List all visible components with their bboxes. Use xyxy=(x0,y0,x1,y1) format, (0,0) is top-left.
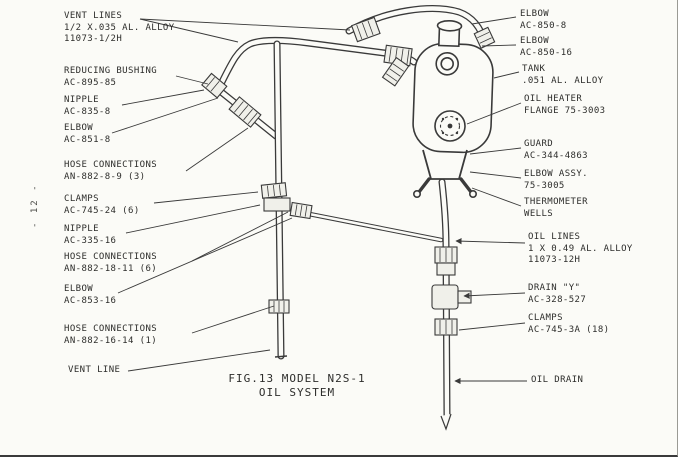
label-line: ELBOW ASSY. xyxy=(524,169,589,179)
figure-caption-line-2: OIL SYSTEM xyxy=(258,386,336,399)
callout-vent-line: VENT LINE xyxy=(68,365,120,377)
callout-elbow-ac-851-8: ELBOW AC-851-8 xyxy=(64,123,111,146)
leader-lines xyxy=(111,16,527,385)
label-line: HOSE CONNECTIONS xyxy=(64,252,158,262)
oil-heater-flange xyxy=(434,110,466,142)
callout-tank: TANK .051 AL. ALLOY xyxy=(522,64,603,87)
label-line: TANK xyxy=(522,64,546,74)
filler-port-inner xyxy=(440,56,454,71)
oil-drain-tip xyxy=(440,413,452,431)
callout-hose-connections-an-882-8-9: HOSE CONNECTIONS AN-882-8-9 (3) xyxy=(64,160,157,183)
clamp-bands-right xyxy=(434,246,458,336)
label-line: OIL DRAIN xyxy=(531,375,584,385)
label-line: DRAIN "Y" xyxy=(528,283,581,293)
label-line: AC-853-16 xyxy=(64,295,117,306)
callout-elbow-ac-850-8: ELBOW AC-850-8 xyxy=(520,9,567,32)
label-line: 11073-1/2H xyxy=(64,34,123,44)
label-line: HOSE CONNECTIONS xyxy=(64,324,158,334)
label-line: AC-850-8 xyxy=(520,20,567,31)
callout-hose-connections-an-882-16-14: HOSE CONNECTIONS AN-882-16-14 (1) xyxy=(64,324,157,347)
label-line: VENT LINE xyxy=(68,365,121,375)
label-line: ELBOW xyxy=(520,36,550,46)
label-line: AC-851-8 xyxy=(64,134,111,145)
vent-pipe-end xyxy=(274,355,288,358)
filler-cap xyxy=(436,20,463,32)
thermometer-wells xyxy=(412,177,477,199)
label-line: 1/2 X.035 AL. ALLOY xyxy=(64,22,175,33)
label-line: THERMOMETER xyxy=(524,197,589,207)
label-line: ELBOW xyxy=(64,284,94,294)
label-line: 1 X 0.49 AL. ALLOY xyxy=(528,243,633,254)
label-line: ELBOW xyxy=(520,9,550,19)
label-line: AN-882-8-9 (3) xyxy=(64,171,146,182)
label-line: ELBOW xyxy=(64,123,94,133)
callout-hose-connections-an-882-18-11: HOSE CONNECTIONS AN-882-18-11 (6) xyxy=(64,252,157,275)
callout-elbow-ac-850-16: ELBOW AC-850-16 xyxy=(520,36,572,59)
callout-clamps-ac-745-3a: CLAMPS AC-745-3A (18) xyxy=(528,313,609,336)
label-line: AC-745-24 (6) xyxy=(64,205,140,216)
label-line: CLAMPS xyxy=(528,313,563,323)
label-line: NIPPLE xyxy=(64,224,99,234)
label-line: 75-3005 xyxy=(524,180,565,191)
label-line: REDUCING BUSHING xyxy=(64,66,158,76)
clamp-bands-middle xyxy=(260,182,291,212)
callout-vent-lines: VENT LINES 1/2 X.035 AL. ALLOY 11073-1/2… xyxy=(64,11,175,46)
nipple-fitting xyxy=(263,197,291,212)
label-line: AC-335-16 xyxy=(64,235,117,246)
guard xyxy=(422,149,468,180)
label-line: OIL HEATER xyxy=(524,94,583,104)
figure-caption: FIG.13 MODEL N2S-1 OIL SYSTEM xyxy=(197,372,397,400)
label-line: AC-745-3A (18) xyxy=(528,324,610,335)
tank xyxy=(412,20,494,154)
callout-elbow-ac-853-16: ELBOW AC-853-16 xyxy=(64,284,116,307)
label-line: VENT LINES xyxy=(64,11,123,21)
label-line: AN-882-16-14 (1) xyxy=(64,335,158,346)
label-line: OIL LINES xyxy=(528,232,581,242)
label-line: AN-882-18-11 (6) xyxy=(64,263,158,274)
label-line: AC-328-527 xyxy=(528,294,587,305)
oil-line-pipes xyxy=(294,182,452,431)
label-line: .051 AL. ALLOY xyxy=(522,75,604,86)
drain-y-fitting xyxy=(431,284,472,310)
label-line: AC-895-85 xyxy=(64,77,117,88)
callout-guard: GUARD AC-344-4863 xyxy=(524,139,588,162)
callout-elbow-assy: ELBOW ASSY. 75-3005 xyxy=(524,169,588,192)
label-line: AC-344-4863 xyxy=(524,150,589,161)
label-line: 11073-12H xyxy=(528,255,581,265)
callout-reducing-bushing: REDUCING BUSHING AC-895-85 xyxy=(64,66,157,89)
label-line: WELLS xyxy=(524,208,554,219)
label-line: AC-835-8 xyxy=(64,106,111,117)
figure-caption-line-1: FIG.13 MODEL N2S-1 xyxy=(228,372,366,385)
callout-nipple-ac-335-16: NIPPLE AC-335-16 xyxy=(64,224,116,247)
callout-oil-lines: OIL LINES 1 X 0.49 AL. ALLOY 11073-12H xyxy=(528,232,633,267)
label-line: AC-850-16 xyxy=(520,47,573,58)
callout-drain-y: DRAIN "Y" AC-328-527 xyxy=(528,283,586,306)
label-line: FLANGE 75-3003 xyxy=(524,105,606,116)
callout-clamps-ac-745-24: CLAMPS AC-745-24 (6) xyxy=(64,194,140,217)
label-line: GUARD xyxy=(524,139,554,149)
label-line: CLAMPS xyxy=(64,194,99,204)
callout-oil-drain: OIL DRAIN xyxy=(531,375,583,387)
page-number: - 12 - xyxy=(30,183,40,228)
label-line: HOSE CONNECTIONS xyxy=(64,160,158,170)
callout-oil-heater-flange: OIL HEATER FLANGE 75-3003 xyxy=(524,94,605,117)
hose-connection-bands xyxy=(228,16,496,314)
callout-thermometer-wells: THERMOMETER WELLS xyxy=(524,197,588,220)
reducing-bushing-fitting xyxy=(201,72,228,99)
callout-nipple-ac-835-8: NIPPLE AC-835-8 xyxy=(64,95,111,118)
label-line: NIPPLE xyxy=(64,95,99,105)
